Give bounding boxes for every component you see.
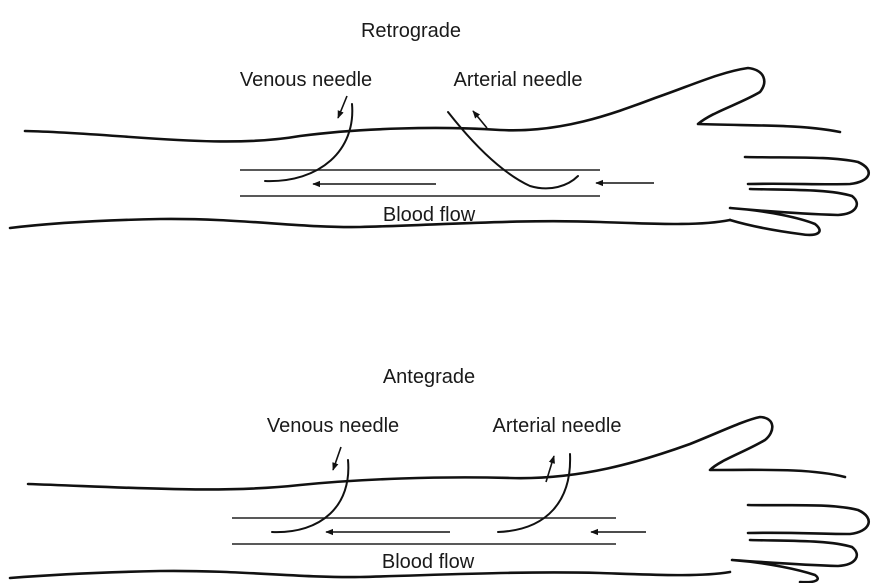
venous-needle: [272, 460, 348, 532]
blood-flow-label: Blood flow: [383, 204, 476, 226]
venous-needle-arrow: [333, 447, 341, 470]
venous-needle-label: Venous needle: [240, 69, 372, 91]
panel-antegrade: Antegrade Venous needle Arterial needle …: [10, 366, 869, 582]
venous-needle-arrow: [338, 96, 347, 118]
venous-needle-label: Venous needle: [267, 415, 399, 437]
arterial-needle-label: Arterial needle: [493, 415, 622, 437]
blood-flow-label: Blood flow: [382, 551, 475, 573]
panel-retrograde: Retrograde Venous needle Arterial needle…: [10, 20, 869, 235]
arterial-needle: [498, 454, 570, 532]
panel-title: Retrograde: [361, 20, 461, 42]
panel-title: Antegrade: [383, 366, 475, 388]
arterial-needle: [448, 112, 578, 188]
arterial-needle-label: Arterial needle: [454, 69, 583, 91]
arterial-needle-arrow: [473, 111, 487, 128]
